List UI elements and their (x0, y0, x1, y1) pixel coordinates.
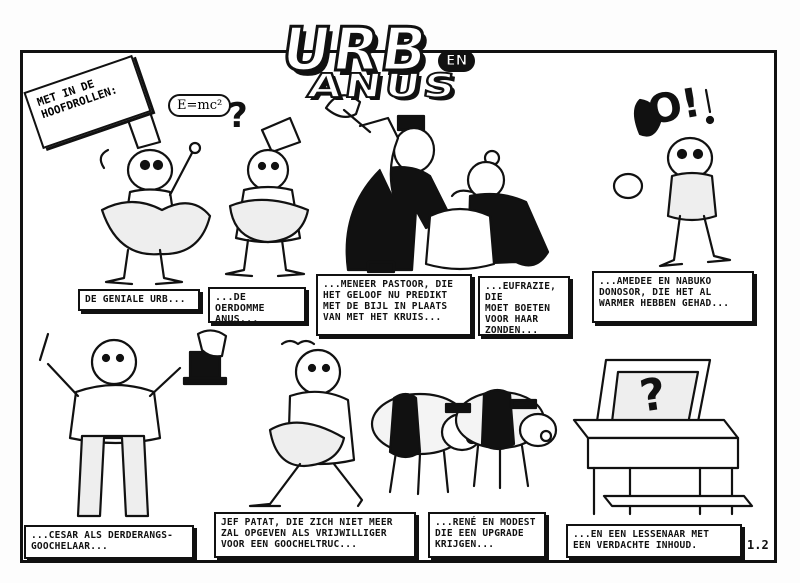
urb-figure (99, 110, 212, 286)
caption-cesar: ...CESAR ALS DERDERANGS- GOOCHELAAR... (24, 525, 194, 559)
caption-lessenaar: ...EN EEN LESSENAAR MET EEN VERDACHTE IN… (566, 524, 742, 558)
caption-eufrazie: ...EUFRAZIE, DIE MOET BOETEN VOOR HAAR Z… (478, 276, 570, 336)
title-en-badge: EN (438, 50, 476, 72)
caption-anus: ...DE OERDOMME ANUS... (208, 287, 306, 325)
caption-amedee: ...AMEDEE EN NABUKO DONOSOR, DIE HET AL … (592, 271, 754, 323)
anus-figure (224, 116, 310, 278)
pigs-figure (370, 388, 558, 496)
question-mark-bubble: ? (228, 96, 248, 136)
exclamation-bubble: O! (644, 79, 704, 135)
cesar-figure (38, 329, 228, 518)
amedee-figure (612, 88, 732, 268)
formula-speech-bubble: E=mc² (168, 94, 232, 117)
eufrazie-figure (424, 149, 550, 271)
page-number: 1.2 (747, 538, 769, 552)
caption-jef: JEF PATAT, DIE ZICH NIET MEER ZAL OPGEVE… (214, 512, 416, 558)
jef-figure (248, 339, 364, 508)
lessenaar-figure (572, 358, 754, 516)
caption-urb: DE GENIALE URB... (78, 289, 200, 311)
caption-pastoor: ...MENEER PASTOOR, DIE HET GELOOF NU PRE… (316, 274, 472, 336)
title-anus: ANUS (304, 66, 462, 106)
pastoor-figure (324, 94, 452, 274)
caption-rene: ...RENÉ EN MODEST DIE EEN UPGRADE KRIJGE… (428, 512, 546, 558)
